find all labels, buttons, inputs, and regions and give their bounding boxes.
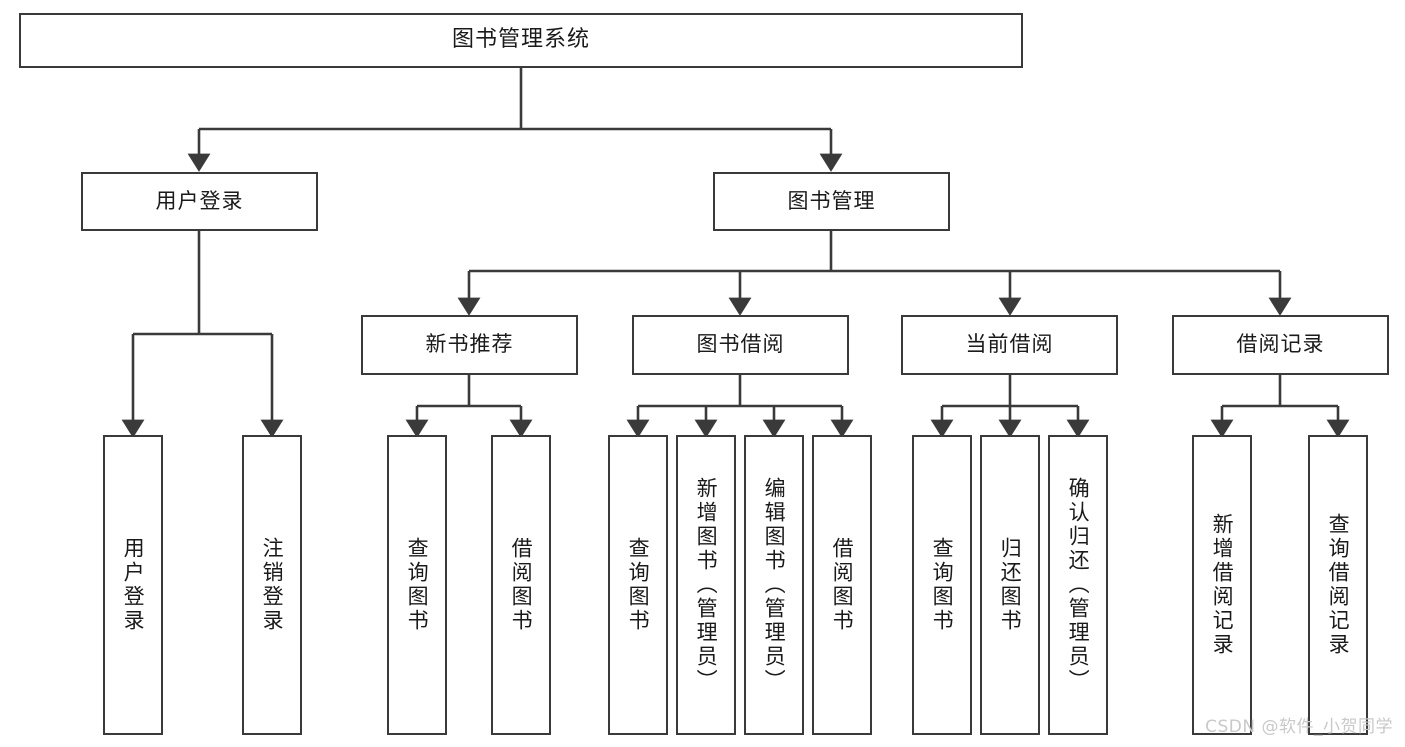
leaf-user-login-signin[interactable]: 用户登录 [103, 435, 163, 735]
node-root-system[interactable]: 图书管理系统 [19, 13, 1023, 68]
node-label: 编辑图书（管理员） [762, 477, 787, 693]
node-new-book-recommend[interactable]: 新书推荐 [361, 315, 578, 375]
node-label: 新书推荐 [425, 332, 514, 357]
node-label: 图书管理 [787, 188, 876, 213]
leaf-record-query-record[interactable]: 查询借阅记录 [1308, 435, 1368, 735]
node-label: 查询图书 [405, 537, 430, 633]
node-label: 借阅记录 [1236, 332, 1325, 357]
node-label: 查询图书 [626, 537, 651, 633]
node-label: 图书借阅 [696, 332, 785, 357]
node-book-borrow[interactable]: 图书借阅 [632, 315, 849, 375]
node-label: 借阅图书 [509, 537, 534, 633]
node-label: 用户登录 [121, 537, 146, 633]
node-book-management[interactable]: 图书管理 [713, 172, 950, 231]
leaf-recommend-query-book[interactable]: 查询图书 [387, 435, 447, 735]
leaf-current-query-book[interactable]: 查询图书 [912, 435, 972, 735]
node-label: 确认归还（管理员） [1066, 477, 1091, 693]
watermark: CSDN @软件_小贺同学 [1205, 717, 1393, 737]
leaf-record-add-record[interactable]: 新增借阅记录 [1192, 435, 1252, 735]
leaf-borrow-query-book[interactable]: 查询图书 [608, 435, 668, 735]
node-label: 借阅图书 [830, 537, 855, 633]
node-label: 图书管理系统 [451, 27, 590, 53]
node-user-login[interactable]: 用户登录 [81, 172, 318, 231]
leaf-user-login-signout[interactable]: 注销登录 [242, 435, 302, 735]
leaf-recommend-borrow-book[interactable]: 借阅图书 [491, 435, 551, 735]
leaf-current-return-book[interactable]: 归还图书 [980, 435, 1040, 735]
node-borrow-record[interactable]: 借阅记录 [1172, 315, 1389, 375]
node-label: 注销登录 [260, 537, 285, 633]
node-label: 用户登录 [155, 188, 244, 213]
leaf-borrow-add-book-admin[interactable]: 新增图书（管理员） [676, 435, 736, 735]
node-label: 查询借阅记录 [1326, 513, 1351, 657]
node-current-borrow[interactable]: 当前借阅 [901, 315, 1118, 375]
node-label: 归还图书 [998, 537, 1023, 633]
node-label: 当前借阅 [965, 332, 1054, 357]
node-label: 新增借阅记录 [1210, 513, 1235, 657]
leaf-current-confirm-return-admin[interactable]: 确认归还（管理员） [1048, 435, 1108, 735]
node-label: 查询图书 [930, 537, 955, 633]
leaf-borrow-edit-book-admin[interactable]: 编辑图书（管理员） [744, 435, 804, 735]
node-label: 新增图书（管理员） [694, 477, 719, 693]
leaf-borrow-borrow-book[interactable]: 借阅图书 [812, 435, 872, 735]
